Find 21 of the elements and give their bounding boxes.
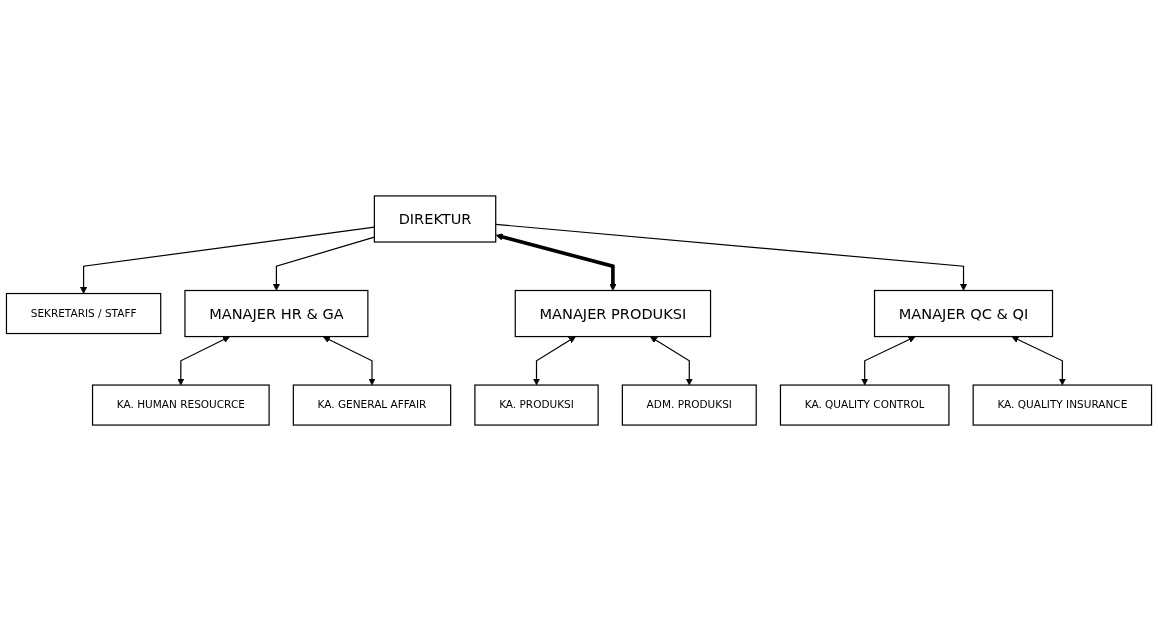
node-box: MANAJER QC & QI — [873, 289, 1054, 338]
node-box: ADM. PRODUKSI — [621, 384, 757, 426]
arrow — [80, 226, 375, 294]
node-box: KA. GENERAL AFFAIR — [292, 384, 452, 426]
arrow — [495, 223, 968, 291]
node-box: KA. QUALITY INSURANCE — [972, 384, 1153, 426]
arrow — [495, 233, 617, 291]
arrow — [1011, 336, 1066, 386]
arrow — [272, 236, 375, 291]
arrow — [322, 336, 376, 386]
node-box: KA. HUMAN RESOUCRCE — [91, 384, 270, 426]
arrow — [650, 336, 693, 386]
node-box: SEKRETARIS / STAFF — [5, 292, 162, 335]
arrow — [177, 336, 230, 386]
node-box: MANAJER PRODUKSI — [514, 289, 712, 338]
node-box: KA. QUALITY CONTROL — [779, 384, 950, 426]
arrow — [532, 336, 576, 386]
node-box: MANAJER HR & GA — [184, 289, 369, 338]
node-box: KA. PRODUKSI — [474, 384, 599, 426]
node-box: DIREKTUR — [373, 195, 497, 243]
arrow — [861, 336, 916, 386]
